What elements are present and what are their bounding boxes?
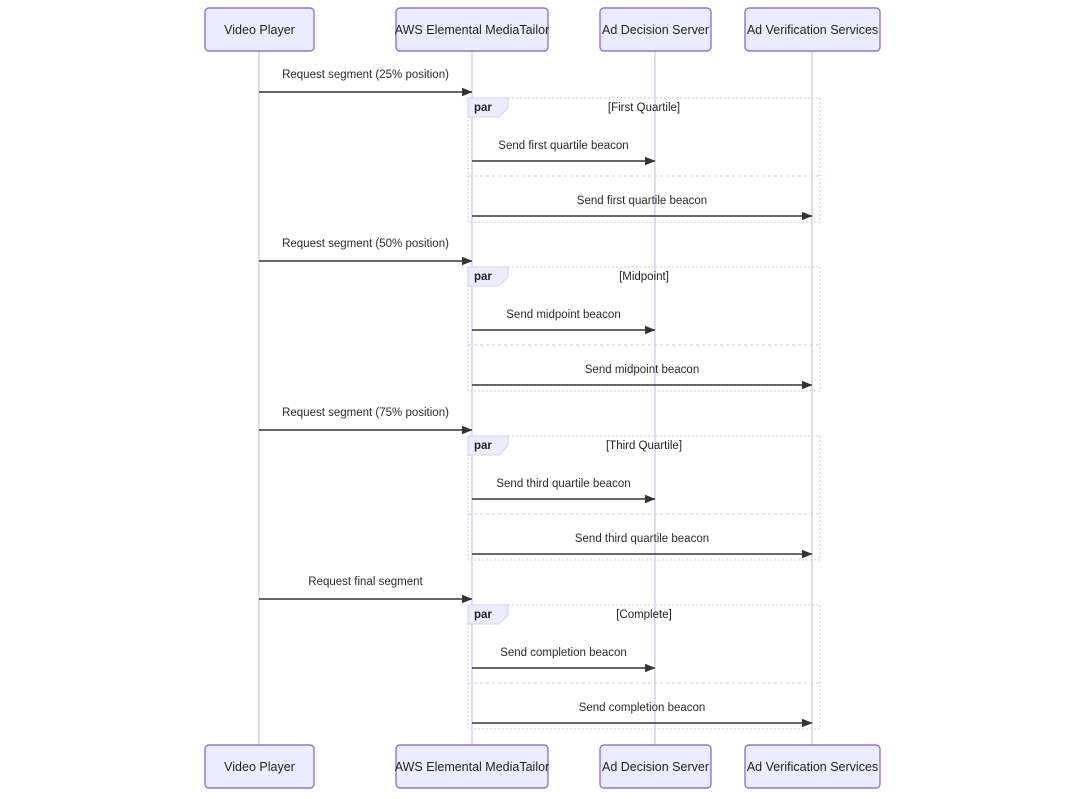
par-operator-tab [467, 266, 509, 287]
par-operator-tab [467, 435, 509, 456]
message-label: Send third quartile beacon [496, 478, 630, 490]
message-label: Send midpoint beacon [585, 364, 699, 376]
par-fragment-frame [467, 97, 821, 223]
participant-box[interactable] [204, 744, 315, 789]
par-operator-label: par [474, 102, 492, 114]
participant-box[interactable] [395, 7, 549, 52]
message-label: Send midpoint beacon [506, 309, 620, 321]
participant-label: AWS Elemental MediaTailor [395, 760, 549, 774]
message-m10: Request final segment [259, 576, 473, 604]
par-fragment: par [Midpoint] [467, 266, 821, 392]
message-m7: Request segment (75% position) [259, 407, 473, 435]
message-m11: Send completion beacon [472, 647, 656, 673]
participant-box[interactable] [744, 7, 881, 52]
par-operator-label: par [474, 440, 492, 452]
par-operator-label: par [474, 609, 492, 621]
participant-headers: Video Player AWS Elemental MediaTailor Ad … [204, 7, 881, 52]
participant-label: Video Player [224, 23, 295, 37]
messages-group: Request segment (25% position) Send first… [259, 69, 813, 728]
participant-box[interactable] [204, 7, 315, 52]
participant-avs-footer[interactable]: Ad Verification Services [744, 744, 881, 789]
message-label: Request final segment [308, 576, 423, 588]
message-label: Send third quartile beacon [575, 533, 709, 545]
message-m5: Send midpoint beacon [472, 309, 656, 335]
message-m8: Send third quartile beacon [472, 478, 656, 504]
participant-box[interactable] [599, 744, 712, 789]
message-m1: Request segment (25% position) [259, 69, 473, 97]
par-condition-label: [First Quartile] [608, 102, 680, 114]
participant-avs-header[interactable]: Ad Verification Services [744, 7, 881, 52]
par-fragment-frame [467, 604, 821, 730]
par-operator-label: par [474, 271, 492, 283]
participant-box[interactable] [744, 744, 881, 789]
message-m3: Send first quartile beacon [472, 195, 813, 221]
participant-ads-header[interactable]: Ad Decision Server [599, 7, 712, 52]
participant-label: Video Player [224, 760, 295, 774]
parallel-fragments-group: par [First Quartile] par [Midpoint] par [Thir… [467, 97, 821, 730]
par-condition-label: [Third Quartile] [606, 440, 682, 452]
participant-footers: Video Player AWS Elemental MediaTailor Ad … [204, 744, 881, 789]
participant-label: Ad Decision Server [602, 23, 709, 37]
par-operator-tab [467, 97, 509, 118]
participant-mediatailor-footer[interactable]: AWS Elemental MediaTailor [395, 744, 549, 789]
participant-mediatailor-header[interactable]: AWS Elemental MediaTailor [395, 7, 549, 52]
participant-box[interactable] [395, 744, 549, 789]
message-label: Send first quartile beacon [498, 140, 628, 152]
par-fragment: par [Complete] [467, 604, 821, 730]
par-condition-label: [Complete] [616, 609, 672, 621]
par-fragment-frame [467, 435, 821, 561]
par-operator-tab [467, 604, 509, 625]
par-fragment: par [Third Quartile] [467, 435, 821, 561]
message-label: Send first quartile beacon [577, 195, 707, 207]
participant-label: Ad Verification Services [747, 760, 878, 774]
participant-label: Ad Decision Server [602, 760, 709, 774]
participant-player-footer[interactable]: Video Player [204, 744, 315, 789]
message-label: Send completion beacon [579, 702, 706, 714]
message-m2: Send first quartile beacon [472, 140, 656, 166]
message-label: Request segment (75% position) [282, 407, 449, 419]
message-m4: Request segment (50% position) [259, 238, 473, 266]
participant-label: Ad Verification Services [747, 23, 878, 37]
participant-player-header[interactable]: Video Player [204, 7, 315, 52]
message-label: Send completion beacon [500, 647, 627, 659]
par-condition-label: [Midpoint] [619, 271, 669, 283]
participant-label: AWS Elemental MediaTailor [395, 23, 549, 37]
message-m9: Send third quartile beacon [472, 533, 813, 559]
message-m6: Send midpoint beacon [472, 364, 813, 390]
lifelines-group [258, 51, 813, 745]
par-fragment-frame [467, 266, 821, 392]
message-m12: Send completion beacon [472, 702, 813, 728]
participant-ads-footer[interactable]: Ad Decision Server [599, 744, 712, 789]
par-fragment: par [First Quartile] [467, 97, 821, 223]
message-label: Request segment (25% position) [282, 69, 449, 81]
participant-box[interactable] [599, 7, 712, 52]
message-label: Request segment (50% position) [282, 238, 449, 250]
